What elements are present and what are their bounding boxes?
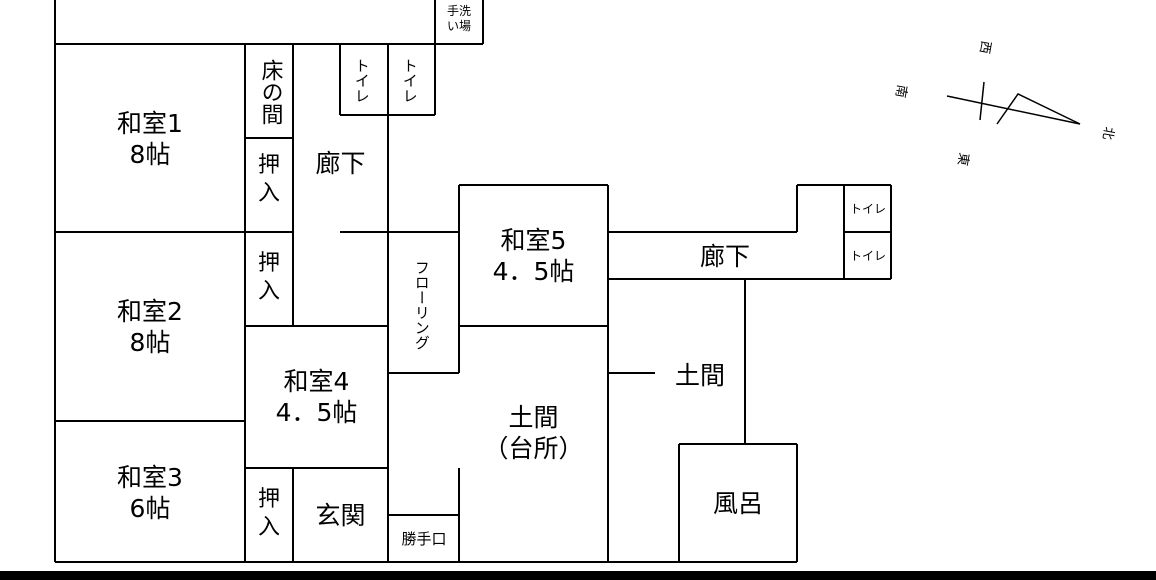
corridor-right-label: 廊下 bbox=[699, 242, 750, 271]
doma-label: 土間 bbox=[674, 361, 725, 390]
doma-kitchen-label: 土間（台所） bbox=[483, 403, 584, 464]
toilet-d-label: トイレ bbox=[849, 249, 886, 263]
entrance-label: 玄関 bbox=[315, 501, 366, 530]
bath-label: 風呂 bbox=[712, 489, 763, 518]
toilet-c-label: トイレ bbox=[849, 202, 886, 216]
toilet-b-label: トイレ bbox=[400, 57, 419, 103]
closet-middle-label: 押入 bbox=[257, 251, 280, 304]
toilet-a-label: トイレ bbox=[352, 57, 371, 103]
closet-lower-label: 押入 bbox=[257, 487, 280, 540]
flooring-label: フローリング bbox=[412, 260, 431, 350]
compass-rose bbox=[946, 81, 1081, 125]
closet-upper-label: 押入 bbox=[257, 153, 280, 206]
bottom-border bbox=[0, 571, 1156, 580]
washroom-label: 手洗い場 bbox=[446, 4, 471, 33]
corridor-left-label: 廊下 bbox=[315, 149, 366, 178]
tokonoma-label: 床の間 bbox=[257, 59, 283, 125]
back-door-label: 勝手口 bbox=[401, 530, 447, 548]
